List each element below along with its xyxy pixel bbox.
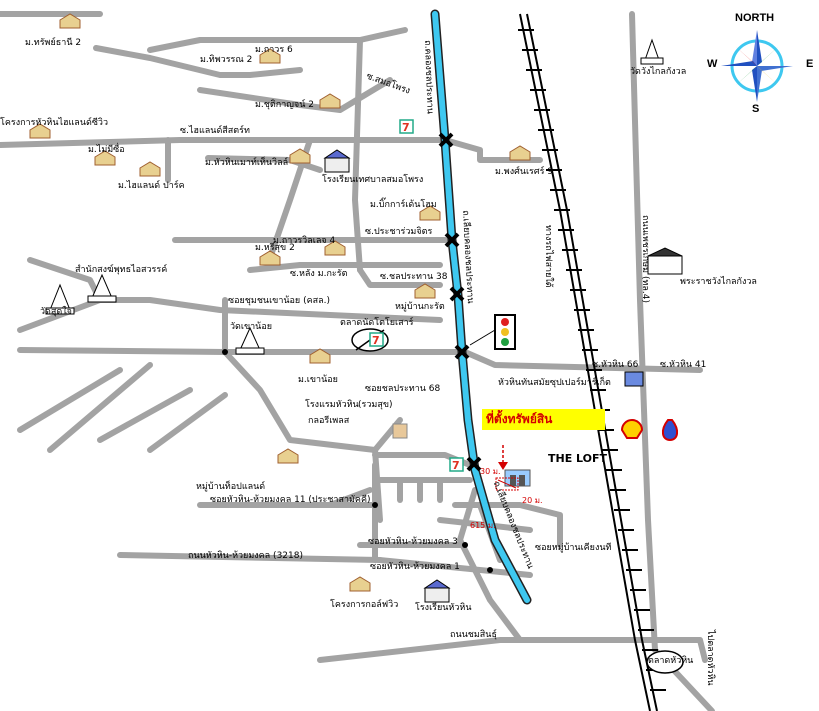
label-moo-phongsan: ม.พงศ์นเรศร์ 9 — [495, 167, 554, 177]
label-hotel-glory: กลอรีเพลส — [308, 416, 350, 426]
label-moo-sap-thani: ม.ทรัพย์ธานี 2 — [25, 38, 82, 48]
compass-south: S — [752, 103, 760, 115]
road-chomsin — [317, 637, 708, 663]
label-road-chomsin: ถนนชมสินธุ์ — [450, 630, 497, 640]
label-dist-615: 615 ม. — [470, 521, 496, 530]
ptt-icon — [662, 419, 678, 442]
label-moo-top-land: หมู่บ้านท็อปแลนด์ — [196, 482, 266, 492]
label-soi-lang-krarat: ซ.หลัง ม.กะรัต — [290, 269, 348, 279]
label-talat-huahin: ตลาดหัวหิน — [648, 656, 694, 666]
railway-line — [519, 13, 651, 711]
cross-marker-icon — [438, 132, 482, 472]
label-moo-ban-krarat: หมู่บ้านกะรัต — [395, 302, 445, 312]
label-dist-20: 20 ม. — [522, 496, 543, 505]
label-soi-huaimongkol3: ซอยหัวหิน-ห้วยมงคล 3 — [368, 537, 458, 547]
compass-west: W — [707, 58, 718, 70]
label-huahin-market: หัวหินทันสมัยซุปเปอร์มาร์เก็ต — [498, 378, 611, 388]
label-school-samophrong: โรงเรียนเทศบาลสมอโพรง — [322, 175, 424, 185]
label-soi-highland: ซ.ไฮแลนด์สีสตร์ท — [180, 126, 250, 136]
label-road-phetkasem: ถนนเพชรเกษม (ทล.4) — [640, 215, 650, 304]
label-samnak-song: สำนักสงฆ์พุทธไอสวรรค์ — [75, 265, 168, 275]
seven-eleven-icon: 7 7 7 — [369, 119, 464, 472]
svg-text:7: 7 — [402, 121, 410, 134]
label-moo-khao-noi: ม.เขาน้อย — [298, 375, 338, 385]
label-soi-huahin66: ซ.หัวหิน 66 — [592, 360, 639, 370]
label-moo-thawon6: ม.ถาวร 6 — [255, 45, 293, 55]
property-location-label: ที่ตั้งทรัพย์สิน — [482, 409, 605, 430]
label-road-huaimongkol: ถนนหัวหิน-ห้วยมงคล (3218) — [188, 551, 303, 561]
label-moo-big-garden: ม.บิ๊กการ์เด้นโฮม — [370, 200, 437, 210]
label-moo-highland-park: ม.ไฮแลนด์ ปาร์ค — [118, 181, 185, 191]
label-soi-huaimongkol1: ซอยหัวหิน-ห้วยมงคล 1 — [370, 562, 460, 572]
label-soi-moo-ban-khiang: ซอยหมู่บ้านเคียงนที — [535, 543, 612, 553]
label-wat-klai-kangwon: วัดวังไกลกังวล — [630, 67, 687, 77]
label-soi-huaimongkol11: ซอยหัวหิน-ห้วยมงคล 11 (ประชาสามัคคี) — [210, 495, 371, 505]
label-soi-chonprathan68: ซอยชลประทาน 68 — [365, 384, 441, 394]
label-dist-30: 30 ม. — [480, 467, 501, 476]
label-wat-suk-dao: วัดสุดใจ — [40, 307, 72, 317]
label-rail-line: ทางรถไฟสายใต้ — [543, 225, 553, 288]
property-plot — [495, 477, 519, 491]
road-highland — [0, 137, 448, 148]
label-golf-project: โครงการกอล์ฟวิว — [330, 600, 399, 610]
compass-rose-icon — [721, 30, 793, 102]
hotel-icon — [392, 423, 408, 439]
label-soi-huahin41: ซ.หัวหิน 41 — [660, 360, 707, 370]
label-soi-chumchon: ซอยชุมชนเขาน้อย (คสล.) — [228, 296, 330, 306]
label-school-huahin: โรงเรียนหัวหิน — [415, 603, 472, 613]
label-talat-nat: ตลาดนัดโตโยเสาร์ — [340, 318, 414, 328]
label-moo-horisuk: ม.หรีสุข 2 — [255, 243, 295, 253]
compass-east: E — [806, 58, 814, 70]
label-moo-thip-phawan: ม.ทิพวรรณ 2 — [200, 55, 253, 65]
label-road-to-city: ไปตลาดหัวหิน — [705, 630, 715, 686]
label-soi-chonprathan38: ซ.ชลประทาน 38 — [380, 272, 448, 282]
temple-icon — [45, 38, 664, 355]
label-khrongkan-highland: โครงการหัวหินไฮแลนด์ซีวิว — [0, 118, 109, 128]
huahin-market-icon — [646, 650, 684, 674]
label-wat-khao-noi: วัดเขาน้อย — [230, 322, 273, 332]
road-huahin-huaimongkol — [117, 552, 533, 578]
house-icon — [29, 13, 531, 592]
label-moo-chuthikan: ม.ชุติกาญจน์ 2 — [255, 100, 314, 110]
compass-north: NORTH — [735, 12, 775, 24]
school-icon — [323, 149, 451, 603]
label-the-loft: THE LOFT — [548, 452, 608, 465]
svg-text:7: 7 — [452, 459, 460, 472]
label-moo-mountain: ม.หัวหินเมาท์เท็นวิลล์ — [205, 158, 289, 168]
label-moo-thawon-villa: ม.ถาวรวิลเลจ 4 — [273, 236, 336, 246]
label-hotel-huahin: โรงแรมหัวหิน — [305, 400, 359, 410]
traffic-light-icon — [469, 314, 516, 350]
label-soi-pracha: ซ.ประชาร่วมจิตร — [365, 227, 433, 237]
building-icon — [624, 247, 683, 387]
label-moo-maisod: ม.ไม่มีซื่อ — [88, 145, 125, 155]
shell-icon — [620, 419, 644, 439]
label-ruam-suk: (รวมสุข) — [358, 400, 393, 410]
label-palace: พระราชวังไกลกังวล — [680, 277, 757, 287]
svg-text:7: 7 — [372, 334, 380, 347]
